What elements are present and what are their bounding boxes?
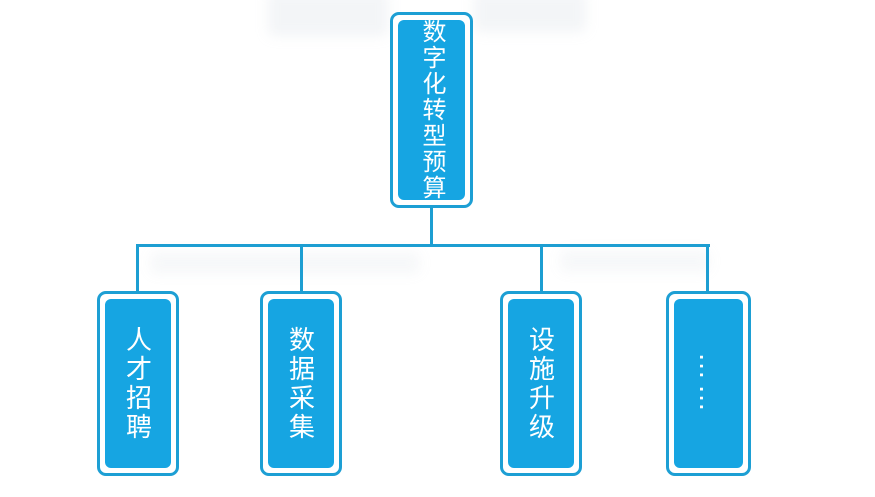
connector-child-stub bbox=[136, 246, 139, 292]
connector-root-stub bbox=[430, 206, 433, 246]
node-label: 数据采集 bbox=[285, 325, 316, 442]
node-fill: 数字化转型预算 bbox=[398, 19, 465, 201]
node-fill: 设施升级 bbox=[508, 299, 574, 468]
node-fill: 人才招聘 bbox=[105, 299, 171, 468]
connector-horizontal-bar bbox=[136, 244, 710, 247]
node-label: 设施升级 bbox=[525, 325, 556, 442]
watermark-smudge bbox=[474, 0, 586, 32]
connector-child-stub bbox=[706, 246, 709, 292]
node-facility-upgrade: 设施升级 bbox=[500, 291, 582, 476]
node-data-collection: 数据采集 bbox=[260, 291, 342, 476]
watermark-smudge bbox=[150, 252, 420, 274]
connector-child-stub bbox=[300, 246, 303, 292]
watermark-smudge bbox=[268, 0, 388, 36]
node-label: 人才招聘 bbox=[122, 325, 153, 442]
connector-child-stub bbox=[540, 246, 543, 292]
ellipsis-dots: …… bbox=[693, 351, 725, 416]
node-talent-recruitment: 人才招聘 bbox=[97, 291, 179, 476]
node-fill: 数据采集 bbox=[268, 299, 334, 468]
node-digital-transformation-budget: 数字化转型预算 bbox=[390, 12, 473, 208]
node-label: 数字化转型预算 bbox=[418, 19, 445, 201]
node-ellipsis-more: …… bbox=[666, 291, 751, 476]
node-fill: …… bbox=[674, 299, 743, 468]
watermark-smudge bbox=[560, 250, 710, 272]
